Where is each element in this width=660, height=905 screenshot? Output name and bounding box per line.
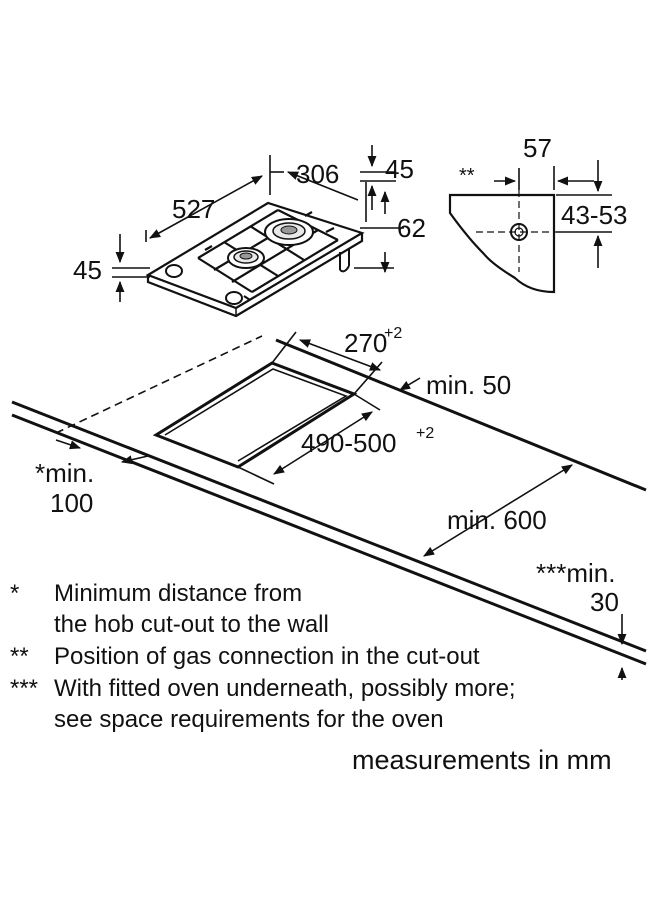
dim-oven-min-value: 30 [590, 587, 619, 617]
gas-connection-detail [448, 160, 612, 294]
pan-support-grid [197, 209, 339, 301]
dim-counter-depth: min. 600 [447, 505, 547, 535]
dim-cutout-width: 270 [344, 328, 387, 358]
burner-large-icon [264, 218, 314, 246]
gas-marker-label: ** [459, 165, 475, 187]
dim-hob-height: 62 [397, 213, 426, 243]
dim-cutout-width-tolerance: +2 [384, 325, 402, 342]
hob-illustration [112, 145, 404, 318]
note-3-mark: *** [10, 675, 38, 702]
dim-hob-thickness-top: 45 [385, 154, 414, 184]
dim-oven-min-label: ***min. [536, 558, 615, 588]
note-3-line-1: With fitted oven underneath, possibly mo… [54, 675, 516, 702]
note-2-mark: ** [10, 643, 29, 670]
note-1-mark: * [10, 580, 19, 607]
dim-hob-thickness-left: 45 [73, 255, 102, 285]
dim-wall-min: min. 50 [426, 370, 511, 400]
footnotes: * Minimum distance from the hob cut-out … [10, 580, 516, 733]
dim-hob-width: 306 [296, 159, 339, 189]
gas-connection-icon [510, 223, 528, 241]
dim-gas-offset: 57 [523, 133, 552, 163]
knob-front-icon [165, 264, 183, 278]
note-1-line-1: Minimum distance from [54, 580, 302, 607]
knob-rear-icon [225, 291, 243, 305]
note-3-line-2: see space requirements for the oven [54, 706, 444, 733]
note-1-line-2: the hob cut-out to the wall [54, 611, 329, 638]
burner-small-icon [227, 247, 265, 269]
worktop-illustration [11, 331, 647, 680]
dim-side-min-value: 100 [50, 488, 93, 518]
dim-gas-height: 43-53 [561, 200, 628, 230]
note-2-line-1: Position of gas connection in the cut-ou… [54, 643, 480, 670]
dim-cutout-depth: 490-500 [301, 428, 396, 458]
dim-cutout-depth-tolerance: +2 [416, 425, 434, 442]
dim-hob-depth: 527 [172, 194, 215, 224]
units-label: measurements in mm [352, 745, 612, 775]
dim-side-min-label: *min. [35, 458, 94, 488]
